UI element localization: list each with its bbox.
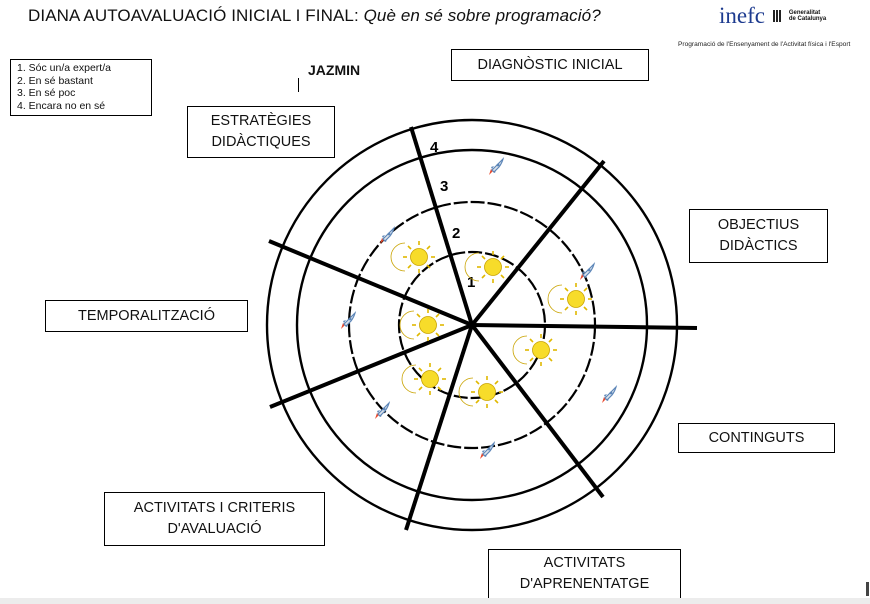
rocket-icon: [488, 158, 504, 176]
ring-number-2: 2: [452, 225, 460, 242]
ring-number-3: 3: [440, 178, 448, 195]
category-objectius: OBJECTIUS DIDÀCTICS: [689, 209, 828, 263]
divider-line: [404, 324, 474, 531]
divider-line: [470, 159, 606, 327]
rocket-icon: [579, 263, 595, 281]
category-continguts: CONTINGUTS: [678, 423, 835, 453]
rocket-icon: [379, 227, 395, 245]
ring-4: [265, 118, 679, 532]
sun-moon-icon: [458, 375, 504, 409]
sun-moon-icon: [390, 240, 436, 274]
legend-item: 3. En sé poc: [17, 87, 76, 99]
sun-moon-icon: [547, 282, 593, 316]
divider-line: [269, 323, 473, 409]
text-cursor: [298, 78, 299, 92]
legend-item: 2. En sé bastant: [17, 74, 93, 87]
legend-item: 1. Sóc un/a expert/a: [17, 62, 111, 74]
category-activitats-criteris: ACTIVITATS I CRITERIS D'AVALUACIÓ: [104, 492, 325, 546]
rocket-icon: [374, 402, 390, 420]
page-title: DIANA AUTOAVALUACIÓ INICIAL I FINAL: Què…: [28, 6, 601, 25]
divider-line: [409, 126, 474, 326]
divider-line: [470, 323, 605, 499]
course-subtitle: Programació de l'Ensenyament de l'Activi…: [678, 41, 851, 48]
ring-3: [295, 148, 649, 502]
scroll-marker: [866, 582, 869, 596]
legend-item: 4. Encara no en sé: [17, 99, 106, 112]
ring-number-1: 1: [467, 274, 475, 291]
sun-moon-icon: [399, 308, 445, 342]
title-question: Què en sé sobre programació?: [363, 6, 601, 25]
divider-line: [471, 323, 698, 330]
legend: 1. Sóc un/a expert/a 2. En sé bastant 3.…: [10, 59, 152, 116]
rocket-icon: [479, 442, 495, 460]
category-temporalitzacio: TEMPORALITZACIÓ: [45, 300, 248, 332]
category-estrategies: ESTRATÈGIES DIDÀCTIQUES: [187, 106, 335, 158]
divider-line: [268, 239, 473, 327]
generalitat-flag-icon: [773, 10, 783, 22]
window-edge: [0, 598, 870, 604]
rocket-icon: [601, 386, 617, 404]
ring-number-4: 4: [430, 139, 439, 156]
category-activitats-aprenentatge: ACTIVITATS D'APRENENTATGE: [488, 549, 681, 599]
category-diagnostic: DIAGNÒSTIC INICIAL: [451, 49, 649, 81]
student-name[interactable]: JAZMIN: [308, 62, 361, 78]
logo-text: inefc: [719, 3, 765, 28]
